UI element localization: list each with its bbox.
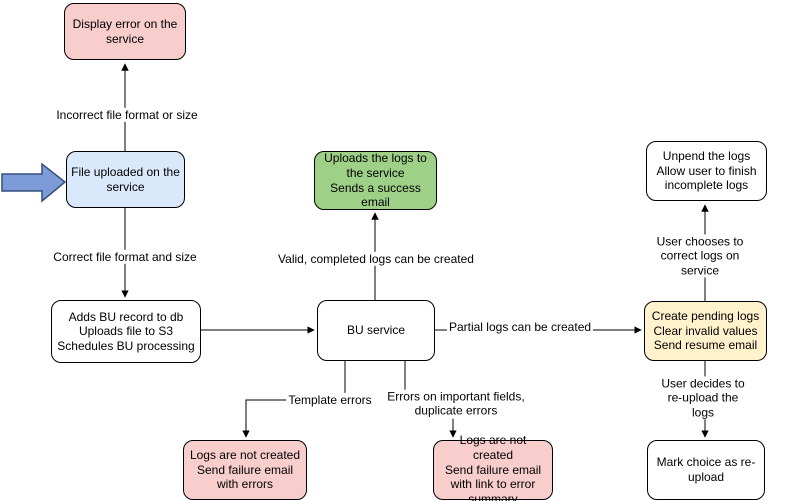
node-unpend-logs: Unpend the logs Allow user to finish inc… [646, 141, 767, 201]
node-bu-service: BU service [317, 300, 435, 361]
edge-label-partial-logs: Partial logs can be created [446, 319, 594, 335]
node-adds-bu-record: Adds BU record to db Uploads file to S3 … [51, 300, 201, 363]
node-file-uploaded: File uploaded on the service [66, 151, 185, 208]
edge-label-valid-logs: Valid, completed logs can be created [276, 251, 476, 267]
node-logs-not-created-template: Logs are not created Send failure email … [183, 440, 307, 500]
node-display-error: Display error on the service [64, 3, 186, 60]
edge-label-field-errors: Errors on important fields, duplicate er… [385, 389, 527, 419]
node-logs-not-created-fields: Logs are not created Send failure email … [433, 433, 553, 501]
edge-label-user-decides: User decides to re-upload the logs [654, 376, 752, 420]
edge-label-user-chooses: User chooses to correct logs on service [649, 234, 751, 278]
node-uploads-logs-success: Uploads the logs to the service Sends a … [314, 151, 437, 210]
edge-label-correct-format: Correct file format and size [51, 249, 199, 265]
node-create-pending-logs: Create pending logs Clear invalid values… [644, 301, 767, 361]
node-mark-choice-reupload: Mark choice as re-upload [647, 440, 765, 500]
entry-pointer-arrow-icon [1, 162, 67, 203]
edge-label-incorrect-format: Incorrect file format or size [54, 107, 200, 123]
edge-label-template-errors: Template errors [286, 392, 374, 408]
